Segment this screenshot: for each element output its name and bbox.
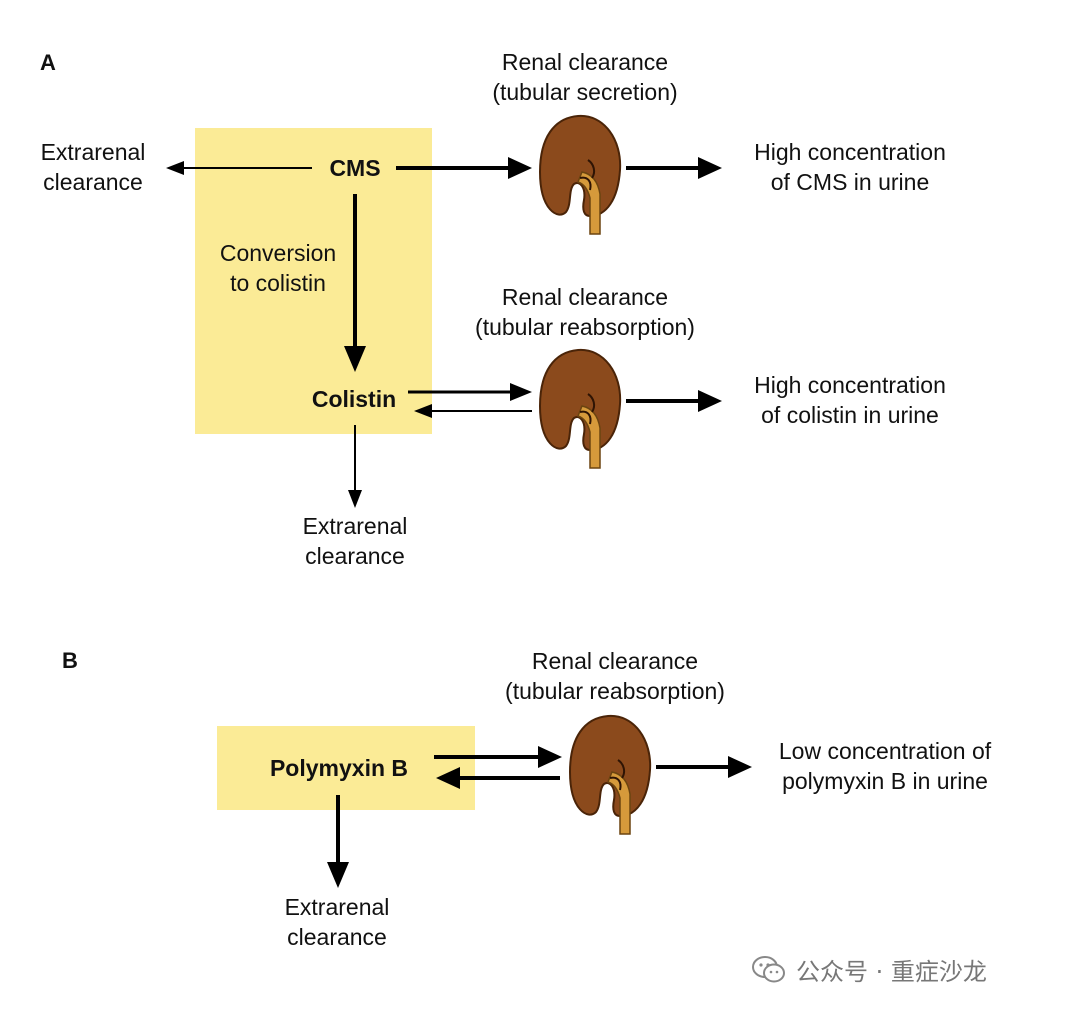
urine-polymyxin-line1: Low concentration of [778,738,992,764]
urine-polymyxin-line2: polymyxin B in urine [782,768,988,794]
kidney-icon-reabsorption [538,348,622,469]
conversion-line2: to colistin [230,270,326,296]
extrarenal-b-line2: clearance [287,924,387,950]
arrow-kidney-to-urine-colistin [626,390,722,412]
arrow-cms-to-kidney [396,157,532,179]
extrarenal-bottom-line2: clearance [305,543,405,569]
urine-cms-line1: High concentration [754,139,946,165]
renal-b-line2: (tubular reabsorption) [505,678,725,704]
arrow-kidney-to-polymyxin [436,767,560,789]
arrow-kidney-to-colistin [414,404,532,418]
renal-clearance-secretion-line2: (tubular secretion) [492,79,678,105]
conversion-label: Conversion to colistin [205,238,351,298]
arrow-polymyxin-to-kidney [434,746,562,768]
extrarenal-clearance-left-label: Extrarenal clearance [20,137,166,197]
extrarenal-clearance-b-label: Extrarenal clearance [264,892,410,952]
kidney-icon-secretion [538,114,622,235]
compartment-box-a [195,128,432,434]
renal-clearance-secretion-line1: Renal clearance [501,49,669,75]
arrow-conversion-to-colistin [344,194,366,372]
urine-cms-line2: of CMS in urine [770,169,930,195]
panel-a-letter: A [40,50,56,75]
high-concentration-colistin-label: High concentration of colistin in urine [730,370,970,430]
renal-clearance-reabsorption-label: Renal clearance (tubular reabsorption) [450,282,720,342]
compartment-box-b [217,726,475,810]
high-concentration-cms-label: High concentration of CMS in urine [730,137,970,197]
wechat-icon [752,955,785,982]
renal-reabsorption-line2: (tubular reabsorption) [475,314,695,340]
arrow-polymyxin-to-extrarenal [327,795,349,888]
arrow-kidney-to-urine-cms [626,157,722,179]
extrarenal-bottom-line1: Extrarenal [302,513,408,539]
extrarenal-clearance-bottom-label: Extrarenal clearance [282,511,428,571]
arrow-kidney-to-urine-polymyxin [656,756,752,778]
conversion-line1: Conversion [219,240,337,266]
arrow-colistin-to-kidney [408,383,532,401]
polymyxin-b-label: Polymyxin B [269,755,409,781]
extrarenal-left-line2: clearance [43,169,143,195]
renal-b-line1: Renal clearance [531,648,699,674]
urine-colistin-line1: High concentration [754,372,946,398]
watermark-text: 公众号 · 重症沙龙 [796,958,987,986]
watermark: 公众号 · 重症沙龙 [752,952,987,987]
extrarenal-b-line1: Extrarenal [284,894,390,920]
renal-clearance-b-label: Renal clearance (tubular reabsorption) [480,646,750,706]
panel-b-letter: B [62,648,78,673]
extrarenal-left-line1: Extrarenal [40,139,146,165]
arrow-cms-to-extrarenal [166,161,312,175]
kidney-icon-polymyxin [568,714,652,835]
arrow-colistin-to-extrarenal [348,425,362,508]
urine-colistin-line2: of colistin in urine [761,402,939,428]
cms-label: CMS [329,155,381,181]
low-concentration-polymyxin-label: Low concentration of polymyxin B in urin… [755,736,1015,796]
renal-clearance-secretion-label: Renal clearance (tubular secretion) [460,47,710,107]
renal-reabsorption-line1: Renal clearance [501,284,669,310]
colistin-label: Colistin [311,386,397,412]
